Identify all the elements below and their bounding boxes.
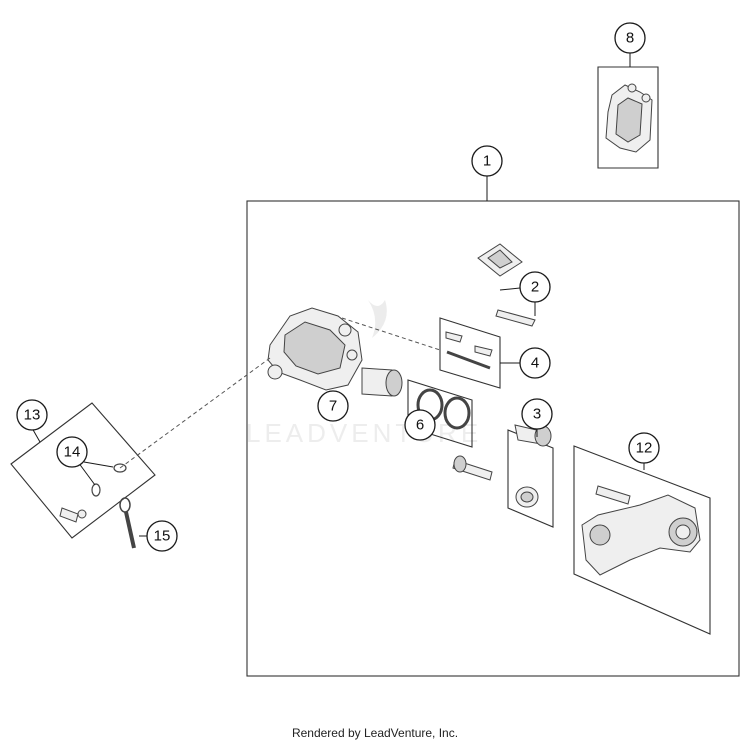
- watermark-text: LEADVENTURE: [246, 418, 482, 448]
- svg-text:3: 3: [533, 406, 541, 423]
- piston-part: [361, 367, 403, 397]
- brake-line-fitting-part: [119, 497, 136, 549]
- callout-8[interactable]: 8: [614, 22, 646, 54]
- svg-text:2: 2: [531, 279, 539, 296]
- callout-2[interactable]: 2: [519, 271, 551, 303]
- seal-kit-frame: [407, 379, 473, 448]
- svg-text:4: 4: [531, 355, 539, 372]
- callout-12[interactable]: 12: [628, 432, 660, 464]
- caliper-bracket-part: [581, 485, 701, 576]
- callout-15[interactable]: 15: [146, 520, 178, 552]
- pad-spring-part: [477, 243, 536, 327]
- svg-text:6: 6: [416, 417, 424, 434]
- callout-6[interactable]: 6: [404, 409, 436, 441]
- bleeder-kit-frame: [10, 402, 156, 539]
- brake-caliper-body: [267, 307, 363, 391]
- pad-pin-kit-frame: [439, 317, 501, 389]
- svg-text:15: 15: [154, 528, 171, 545]
- footer-credit: Rendered by LeadVenture, Inc.: [291, 726, 459, 740]
- brake-pad-set-frame: [597, 66, 659, 169]
- caliper-bracket-frame: [573, 445, 711, 635]
- svg-text:12: 12: [636, 440, 653, 457]
- pad-pin-part: [445, 331, 493, 370]
- main-assembly-frame: [246, 200, 740, 677]
- callout-1[interactable]: 1: [471, 145, 503, 177]
- callout-3[interactable]: 3: [521, 398, 553, 430]
- guide-pin-part: [452, 455, 493, 481]
- svg-text:14: 14: [64, 444, 81, 461]
- callout-4[interactable]: 4: [519, 347, 551, 379]
- svg-text:13: 13: [24, 407, 41, 424]
- watermark-logo: LEADVENTURE: [246, 300, 482, 448]
- svg-text:8: 8: [626, 30, 634, 47]
- bleeder-screw-part: [59, 507, 87, 523]
- piston-kit-part: [514, 424, 552, 508]
- callout-13[interactable]: 13: [16, 399, 48, 431]
- callout-14[interactable]: 14: [56, 436, 88, 468]
- brake-pad-set-part: [605, 83, 653, 153]
- callout-7[interactable]: 7: [317, 390, 349, 422]
- svg-text:7: 7: [329, 398, 337, 415]
- svg-text:1: 1: [483, 153, 491, 170]
- o-ring-part: [91, 463, 127, 497]
